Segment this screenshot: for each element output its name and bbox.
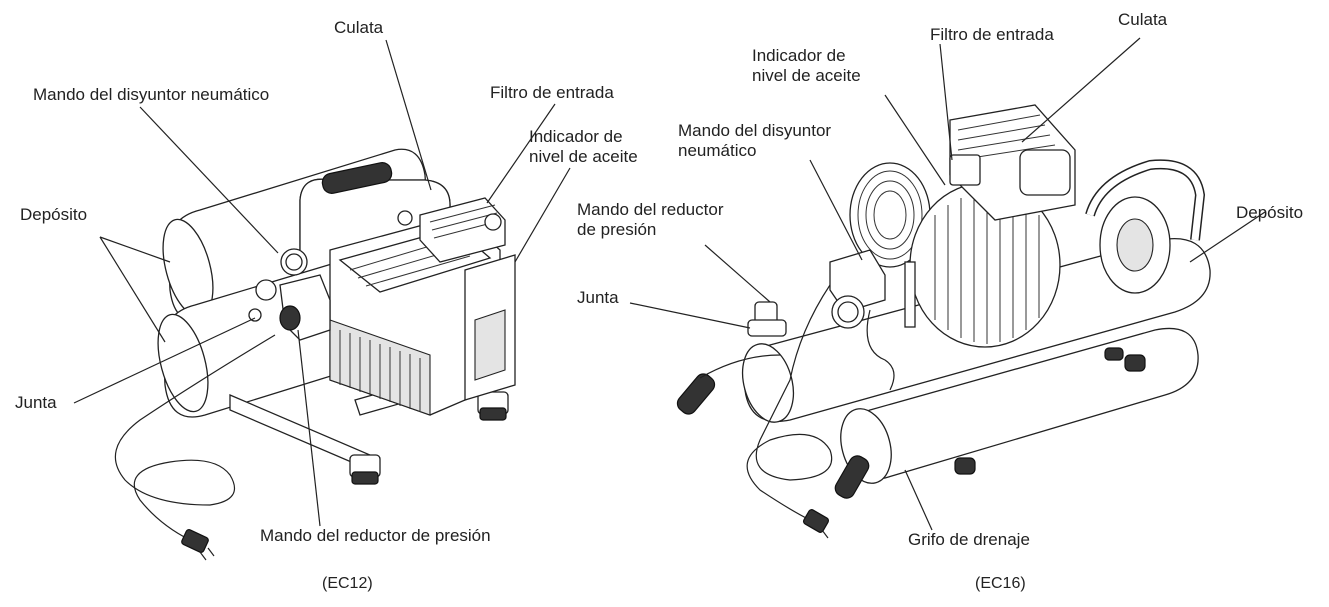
- ec12-caption: (EC12): [322, 575, 373, 592]
- ec12-label-mando-disyuntor: Mando del disyuntor neumático: [33, 85, 270, 104]
- ec16-label-culata: Culata: [1118, 10, 1168, 29]
- ec16-label-mando-disyuntor: Mando del disyuntor neumático: [678, 121, 832, 160]
- ec16-label-deposito: Depósito: [1236, 203, 1304, 222]
- ec12-label-deposito: Depósito: [20, 205, 88, 224]
- ec12-leader-lines: [73, 39, 571, 527]
- ec12-label-indicador-aceite: Indicador de nivel de aceite: [529, 127, 638, 166]
- ec16-label-junta: Junta: [577, 288, 619, 307]
- ec16-label-filtro-entrada: Filtro de entrada: [930, 25, 1054, 44]
- ec12-label-junta: Junta: [15, 393, 57, 412]
- ec16-compressor-drawing: [676, 104, 1211, 539]
- ec12-label-culata: Culata: [334, 18, 384, 37]
- ec16-caption: (EC16): [975, 575, 1026, 592]
- ec16-label-mando-reductor: Mando del reductor de presión: [577, 200, 724, 239]
- ec16-leader-lines: [629, 37, 1266, 531]
- ec12-label-mando-reductor: Mando del reductor de presión: [260, 526, 491, 545]
- ec12-compressor-drawing: [114, 148, 516, 561]
- ec16-label-grifo-drenaje: Grifo de drenaje: [908, 530, 1030, 549]
- ec12-label-filtro-entrada: Filtro de entrada: [490, 83, 614, 102]
- ec16-label-indicador-aceite: Indicador de nivel de aceite: [752, 46, 861, 85]
